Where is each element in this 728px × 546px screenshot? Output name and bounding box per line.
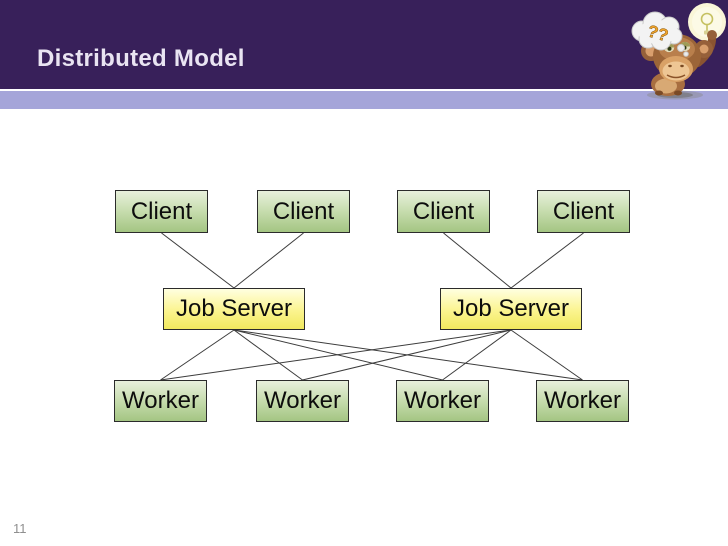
accent-strip (0, 91, 728, 109)
job-server-node-1: Job Server (163, 288, 305, 330)
worker-node-4: Worker (536, 380, 629, 422)
edge-jobserver1-worker1 (160, 329, 235, 381)
edge-jobserver1-worker3 (233, 329, 443, 381)
job-server-node-2: Job Server (440, 288, 582, 330)
client-node-1: Client (115, 190, 208, 233)
edge-jobserver1-worker2 (233, 329, 303, 381)
worker-node-3: Worker (396, 380, 489, 422)
slide-title-bar: Distributed Model (0, 0, 728, 89)
edge-jobserver2-worker2 (302, 329, 512, 381)
edge-client3-jobserver2 (443, 232, 512, 289)
worker-node-2: Worker (256, 380, 349, 422)
edge-client1-jobserver1 (161, 232, 235, 289)
page-title: Distributed Model (37, 45, 245, 72)
client-node-3: Client (397, 190, 490, 233)
edge-jobserver1-worker4 (233, 329, 583, 381)
page-number: 11 (13, 521, 27, 536)
edge-jobserver2-worker1 (160, 329, 512, 381)
edge-client4-jobserver2 (510, 232, 584, 289)
edge-jobserver2-worker4 (510, 329, 583, 381)
thought-cloud-icon: ?? (631, 11, 689, 57)
client-node-4: Client (537, 190, 630, 233)
client-node-2: Client (257, 190, 350, 233)
worker-node-1: Worker (114, 380, 207, 422)
edge-client2-jobserver1 (233, 232, 304, 289)
edge-jobserver2-worker3 (442, 329, 512, 381)
lightbulb-icon (688, 3, 726, 41)
thinking-monkey-lightbulb-icon: ?? (631, 3, 726, 100)
